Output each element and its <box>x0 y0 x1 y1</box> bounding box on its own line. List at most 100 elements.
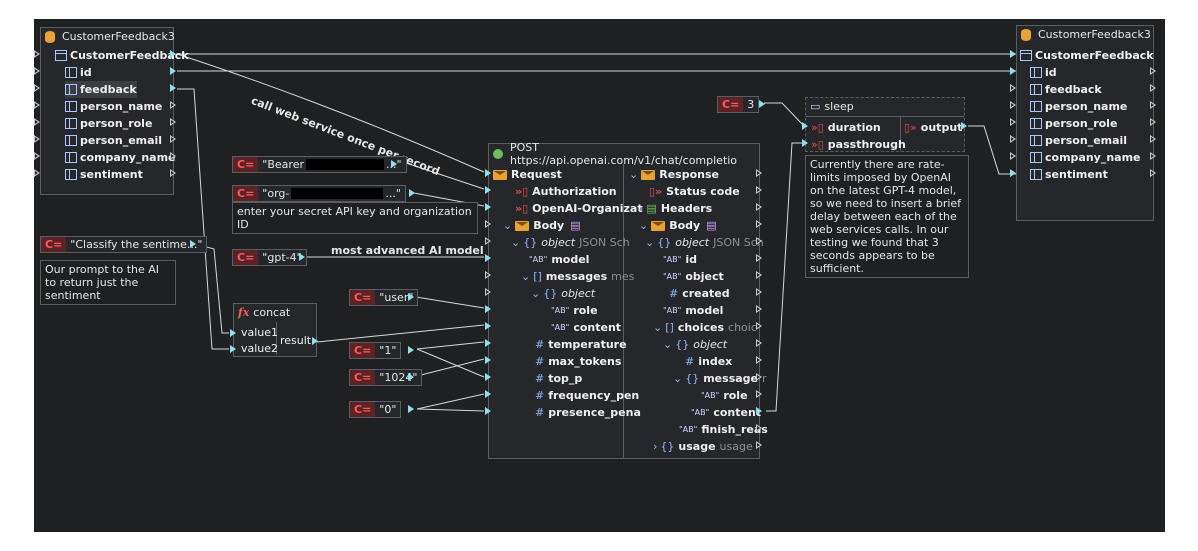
constant-tokens[interactable]: C= "1024" <box>349 369 423 386</box>
concat-value1[interactable]: value1 <box>241 324 278 341</box>
top-p-row[interactable]: #top_p <box>535 370 582 387</box>
target-row-id[interactable]: id <box>1030 64 1057 81</box>
target-row-feedback[interactable]: feedback <box>1030 81 1102 98</box>
usage-output-pin[interactable] <box>756 441 763 449</box>
choice-object-row[interactable]: ⌄{}object <box>663 336 727 353</box>
authorization-row[interactable]: »▯Authorization <box>515 183 617 200</box>
content-row[interactable]: "AB"content <box>551 319 621 336</box>
constant-zero[interactable]: C= "0" <box>349 401 402 418</box>
target-input-pin[interactable] <box>1010 84 1017 92</box>
duration-input-pin[interactable] <box>802 122 809 130</box>
body-row[interactable]: ⌄Body▤ <box>503 217 581 234</box>
request-input-pin[interactable] <box>485 169 492 177</box>
constant-output-pin[interactable] <box>391 160 398 168</box>
constant-output-pin[interactable] <box>408 373 415 381</box>
frequency-input-pin[interactable] <box>485 390 492 398</box>
target-input-pin[interactable] <box>1010 50 1017 58</box>
target-input-pin[interactable] <box>1010 67 1017 75</box>
mapping-canvas[interactable]: call web service once per record most ad… <box>34 19 1165 532</box>
source-row-id[interactable]: id <box>65 64 92 81</box>
constant-output-pin[interactable] <box>408 405 415 413</box>
body-output-pin[interactable] <box>756 220 763 228</box>
source-output-pin[interactable] <box>170 101 177 109</box>
choice-object-output-pin[interactable] <box>756 339 763 347</box>
concat-input-pin[interactable] <box>230 345 237 353</box>
frequency-row[interactable]: #frequency_pen <box>535 387 639 404</box>
role-input-pin[interactable] <box>485 305 492 313</box>
constant-gpt4[interactable]: C= "gpt-4" <box>232 249 307 266</box>
target-row-company-name[interactable]: company_name <box>1030 149 1141 166</box>
target-row-person-email[interactable]: person_email <box>1030 132 1127 149</box>
target-title-bar[interactable]: CustomerFeedback3 <box>1017 26 1153 43</box>
target-input-pin[interactable] <box>1010 152 1017 160</box>
target-component[interactable]: CustomerFeedback3 CustomerFeedback id fe… <box>1016 25 1154 221</box>
passthrough-input-pin[interactable] <box>802 139 809 147</box>
resp-id-row[interactable]: "AB"id <box>663 251 697 268</box>
constant-org[interactable]: C= "org- ..." <box>232 185 406 202</box>
source-row-sentiment[interactable]: sentiment <box>65 166 143 183</box>
source-input-pin[interactable] <box>34 135 41 143</box>
resp-body-row[interactable]: ⌄Body▤ <box>639 217 717 234</box>
concat-output-pin[interactable] <box>312 337 319 345</box>
source-output-pin[interactable] <box>170 135 177 143</box>
temperature-input-pin[interactable] <box>485 339 492 347</box>
target-output-pin[interactable] <box>1150 67 1157 75</box>
openai-org-row[interactable]: »▯OpenAI-Organizat <box>515 200 643 217</box>
source-row-company-name[interactable]: company_name <box>65 149 176 166</box>
constant-output-pin[interactable] <box>408 293 415 301</box>
constant-output-pin[interactable] <box>408 346 415 354</box>
output-pin[interactable] <box>961 122 968 130</box>
source-title-bar[interactable]: CustomerFeedback3 <box>41 28 175 45</box>
target-input-pin[interactable] <box>1010 118 1017 126</box>
source-output-pin[interactable] <box>170 152 177 160</box>
presence-input-pin[interactable] <box>485 407 492 415</box>
target-input-pin[interactable] <box>1010 135 1017 143</box>
model-input-pin[interactable] <box>485 254 492 262</box>
authorization-input-pin[interactable] <box>485 186 492 194</box>
source-output-pin[interactable] <box>170 67 177 75</box>
status-output-pin[interactable] <box>756 186 763 194</box>
target-output-pin[interactable] <box>1150 101 1157 109</box>
response-row[interactable]: ⌄Response <box>629 166 719 183</box>
request-row[interactable]: Request <box>493 166 562 183</box>
presence-row[interactable]: #presence_pena <box>535 404 641 421</box>
constant-output-pin[interactable] <box>759 100 766 108</box>
source-input-pin[interactable] <box>34 152 41 160</box>
constant-user[interactable]: C= "user" <box>349 289 419 306</box>
sleep-title-bar[interactable]: ▭ sleep <box>806 98 964 115</box>
msg-content-row[interactable]: "AB"content <box>691 404 761 421</box>
content-output-pin[interactable] <box>756 407 763 415</box>
target-row-person-role[interactable]: person_role <box>1030 115 1117 132</box>
model-output-pin[interactable] <box>756 305 763 313</box>
created-output-pin[interactable] <box>756 288 763 296</box>
msg-role-row[interactable]: "AB"role <box>701 387 748 404</box>
object-output-pin[interactable] <box>756 237 763 245</box>
source-input-pin[interactable] <box>34 101 41 109</box>
web-service-title-bar[interactable]: POST https://api.openai.com/v1/chat/comp… <box>489 141 759 167</box>
sleep-function[interactable]: ▭ sleep »▯duration »▯passthrough ▯»outpu… <box>805 97 965 152</box>
object-input-pin[interactable] <box>485 237 492 245</box>
source-row-person-name[interactable]: person_name <box>65 98 162 115</box>
target-output-pin[interactable] <box>1150 118 1157 126</box>
constant-output-pin[interactable] <box>299 253 306 261</box>
target-output-pin[interactable] <box>1150 152 1157 160</box>
source-input-pin[interactable] <box>34 67 41 75</box>
object-field-output-pin[interactable] <box>756 271 763 279</box>
msg-object-input-pin[interactable] <box>485 288 492 296</box>
source-component[interactable]: CustomerFeedback3 CustomerFeedback id fe… <box>40 27 189 195</box>
constant-three[interactable]: C= 3 <box>717 96 760 113</box>
body-input-pin[interactable] <box>485 220 492 228</box>
source-row-feedback[interactable]: feedback <box>65 81 137 98</box>
headers-row[interactable]: ›▤Headers <box>639 200 712 217</box>
message-output-pin[interactable] <box>756 373 763 381</box>
index-row[interactable]: #index <box>685 353 732 370</box>
concat-function[interactable]: fx concat value1 value2 result <box>233 303 317 357</box>
passthrough-row[interactable]: »▯passthrough <box>811 136 906 153</box>
finish-reason-row[interactable]: "AB"finish_reas <box>679 421 768 438</box>
output-row[interactable]: ▯»output <box>904 119 962 136</box>
web-service-component[interactable]: POST https://api.openai.com/v1/chat/comp… <box>488 141 768 459</box>
model-row[interactable]: "AB"model <box>529 251 589 268</box>
